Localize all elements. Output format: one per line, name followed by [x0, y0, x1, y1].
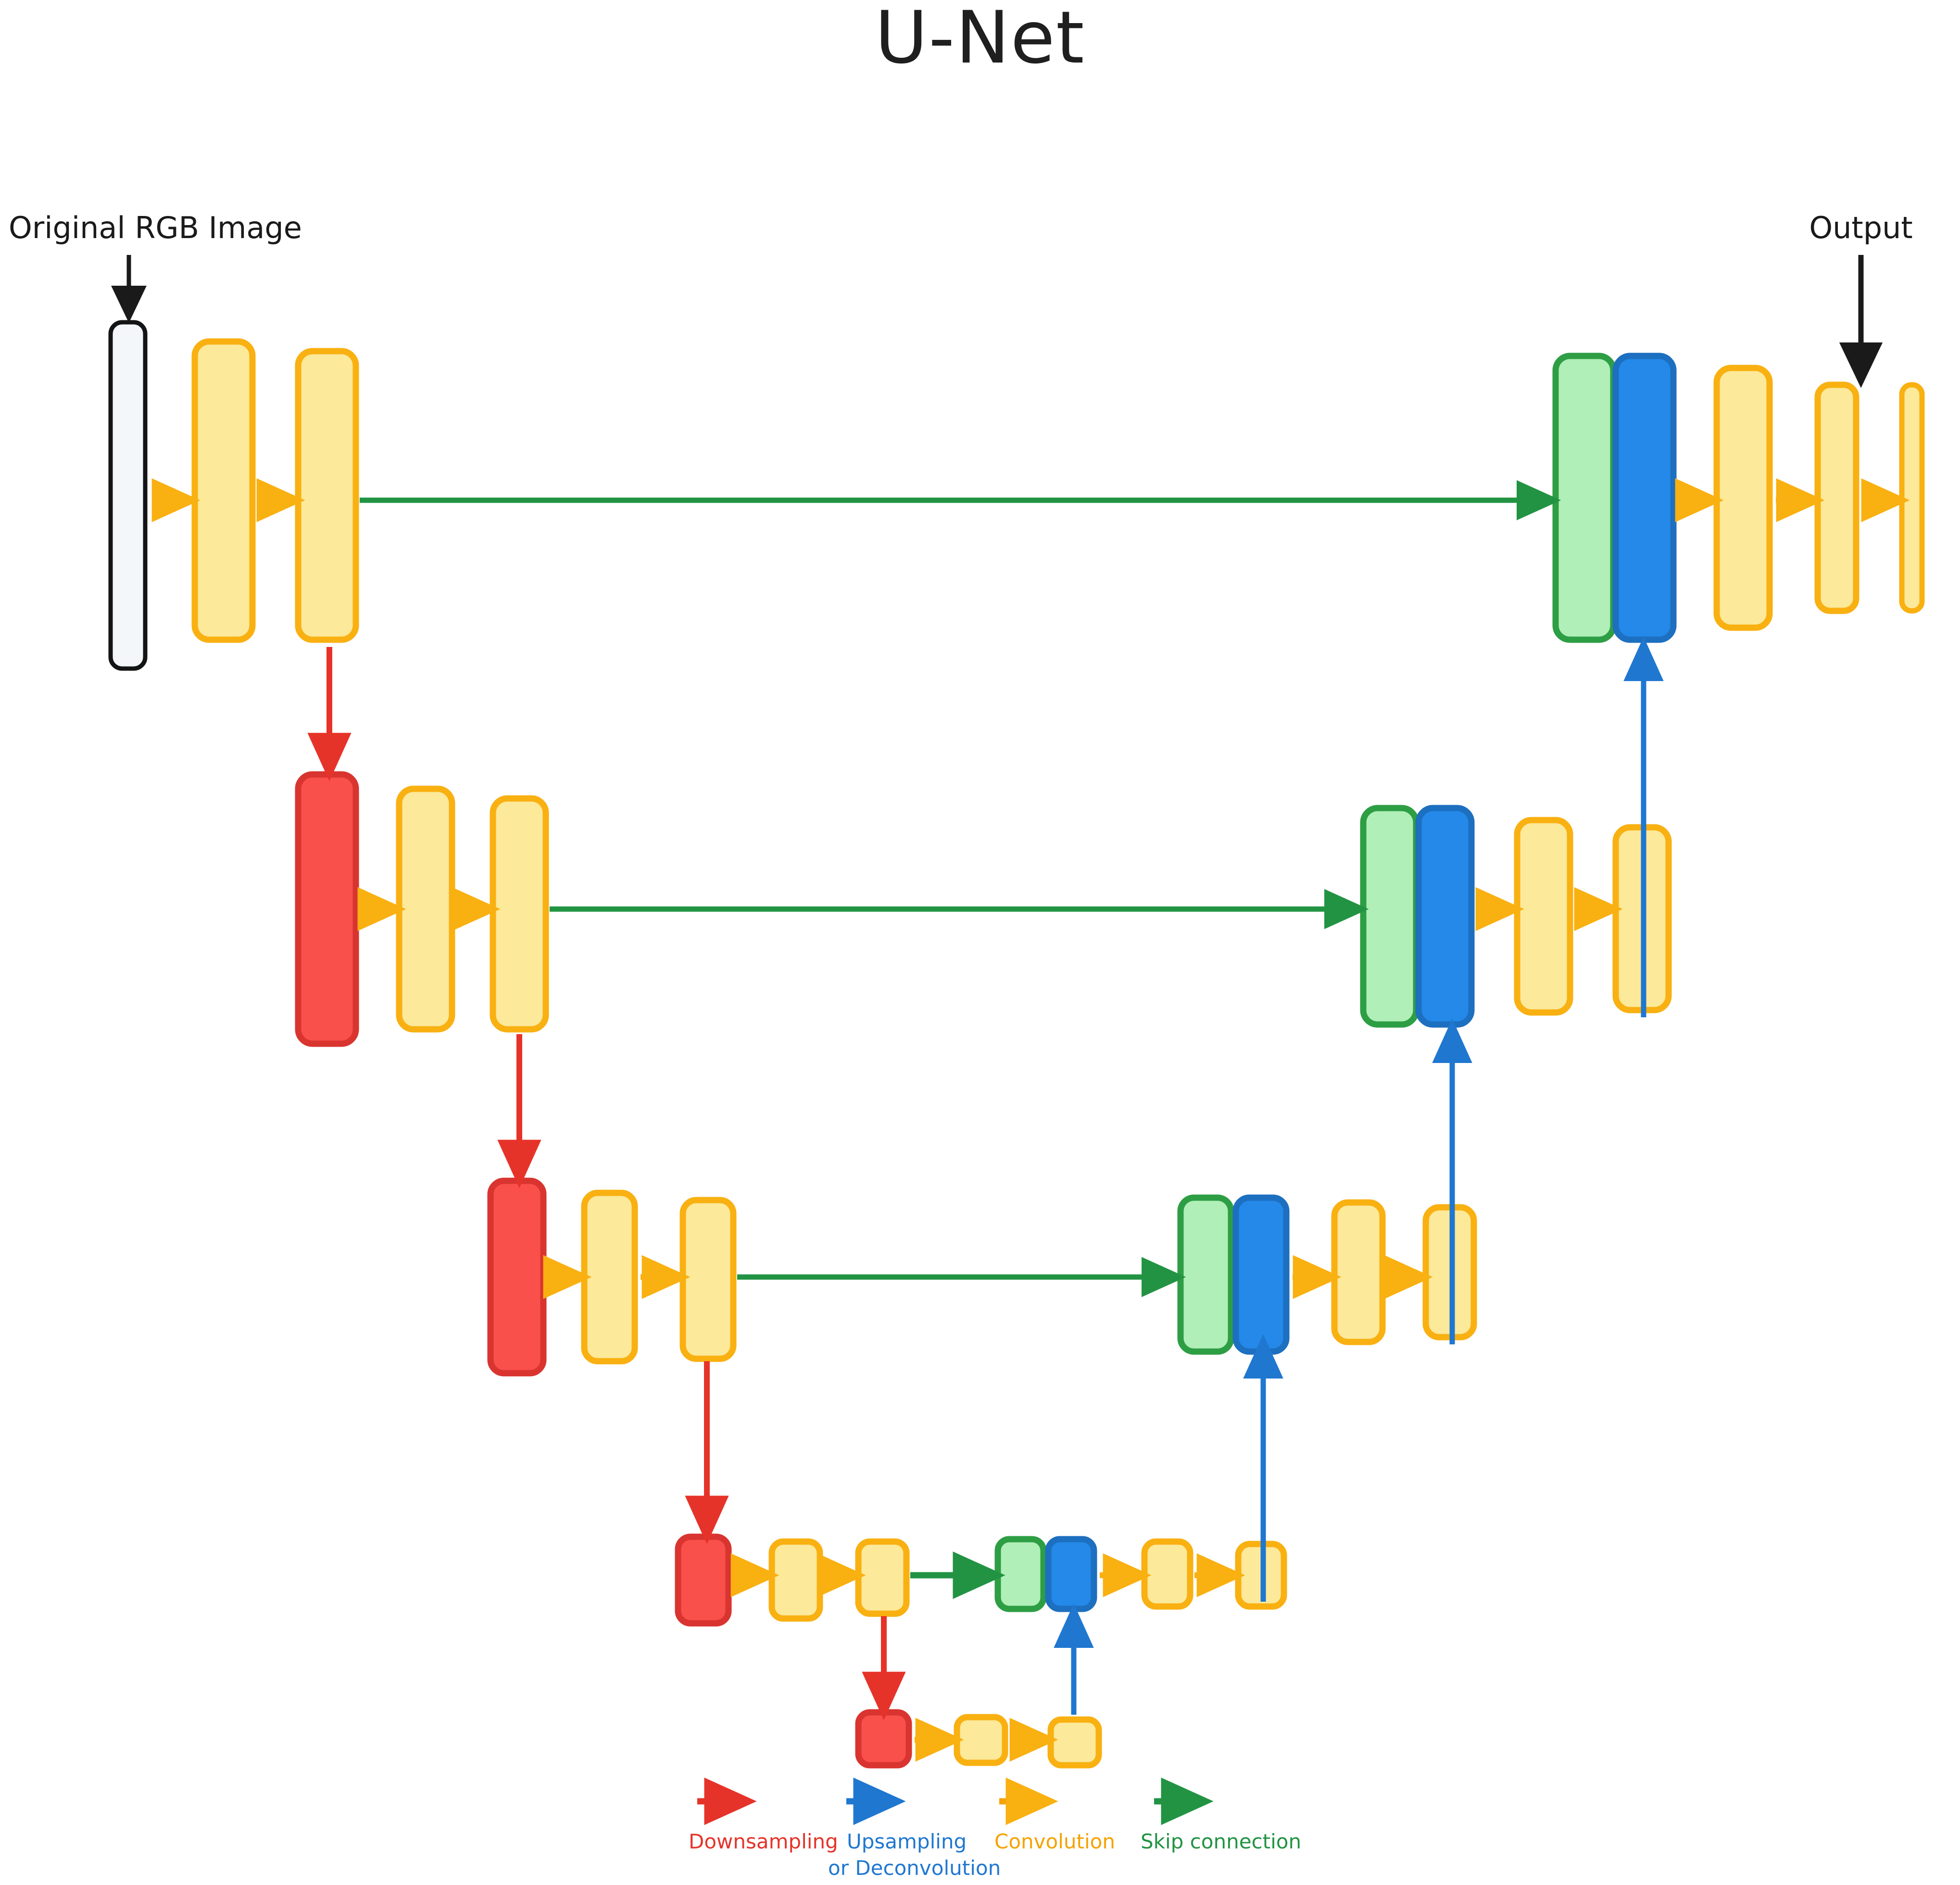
legend-downsampling-label: Downsampling: [689, 1830, 838, 1853]
block-dec1-conv2: [1814, 381, 1859, 614]
block-enc4-conv1: [768, 1538, 823, 1622]
block-dec4-skip: [994, 1536, 1047, 1612]
block-enc4-conv2: [855, 1538, 910, 1617]
legend-item-downsampling: Downsampling: [689, 1777, 838, 1853]
legend-upsampling-label2: or Deconvolution: [828, 1856, 1001, 1880]
block-bottom-conv2: [1047, 1716, 1102, 1769]
block-output: [1899, 382, 1925, 614]
block-enc2-conv2: [490, 795, 549, 1033]
block-enc3-conv1: [581, 1189, 638, 1365]
block-dec2-skip: [1360, 805, 1420, 1028]
block-enc1-conv2: [295, 348, 359, 643]
block-dec2-up: [1415, 805, 1475, 1028]
legend-skip-label: Skip connection: [1141, 1830, 1301, 1853]
legend-item-skip-connection: Skip connection: [1141, 1777, 1301, 1853]
block-dec1-up: [1612, 353, 1677, 643]
input-label: Original RGB Image: [9, 210, 302, 245]
block-dec2-conv1: [1514, 817, 1573, 1016]
block-enc4-pool: [675, 1533, 732, 1627]
legend-item-upsampling: Upsampling or Deconvolution: [828, 1777, 1001, 1880]
block-dec4-up: [1045, 1536, 1097, 1612]
block-enc3-conv2: [679, 1197, 737, 1362]
block-dec4-conv1: [1141, 1538, 1194, 1610]
block-input: [108, 320, 148, 671]
page-title: U-Net: [875, 0, 1085, 80]
legend-convolution-label: Convolution: [994, 1830, 1115, 1853]
block-dec1-skip: [1552, 353, 1617, 643]
output-label: Output: [1809, 210, 1912, 245]
legend: Downsampling Upsampling or Deconvolution…: [689, 1777, 1301, 1880]
block-dec3-skip: [1177, 1194, 1234, 1355]
legend-item-convolution: Convolution: [994, 1777, 1115, 1853]
block-dec3-up: [1232, 1194, 1290, 1355]
block-enc3-pool: [487, 1177, 547, 1377]
block-bottom-pool: [855, 1709, 912, 1769]
block-enc2-pool: [295, 771, 359, 1047]
block-dec3-conv1: [1331, 1199, 1386, 1345]
block-bottom-conv1: [954, 1714, 1008, 1766]
block-dec1-conv1: [1713, 365, 1773, 631]
block-enc2-conv1: [396, 785, 455, 1033]
legend-upsampling-label: Upsampling: [847, 1830, 967, 1853]
block-enc1-conv1: [191, 338, 256, 643]
